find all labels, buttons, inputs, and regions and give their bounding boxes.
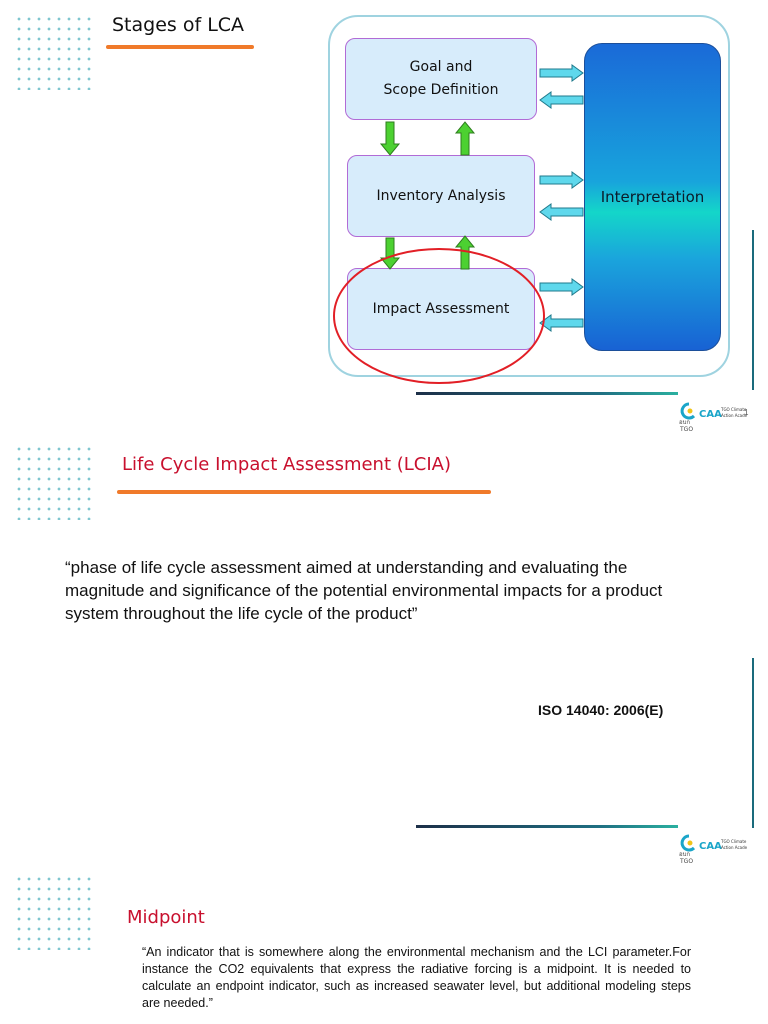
tgo-caa-logo: อบก TGO CAA TGO Climate Action Academy — [679, 402, 747, 433]
page-number: 1 — [744, 408, 749, 417]
source-citation: ISO 14040: 2006(E) — [538, 702, 664, 718]
highlight-oval — [333, 248, 545, 384]
slide-title: Midpoint — [127, 907, 205, 928]
interpretation-box: Interpretation — [584, 43, 721, 351]
arrow-right-goal — [539, 64, 584, 82]
decorative-vertical-line — [752, 230, 754, 390]
diagram-frame — [328, 15, 730, 377]
slide-lcia: Life Cycle Impact Assessment (LCIA) “pha… — [0, 432, 768, 865]
svg-text:TGO Climate: TGO Climate — [720, 407, 747, 412]
decorative-dot-grid — [14, 444, 94, 520]
svg-text:อบก: อบก — [679, 851, 690, 858]
decorative-horizontal-line — [416, 392, 678, 395]
slide-title: Life Cycle Impact Assessment (LCIA) — [122, 454, 452, 475]
arrow-right-inventory — [539, 171, 584, 189]
arrow-left-impact — [539, 314, 584, 332]
decorative-dot-grid — [14, 14, 94, 90]
title-underline — [106, 45, 254, 49]
midpoint-definition-quote: “An indicator that is somewhere along th… — [142, 945, 691, 1010]
slide-stages-of-lca: Stages of LCA Goal and Scope Definition … — [0, 0, 768, 433]
logo-brand: CAA — [699, 409, 722, 420]
arrow-up-inventory-to-goal — [454, 121, 476, 156]
slide-title: Stages of LCA — [112, 14, 245, 36]
svg-text:Action Academy: Action Academy — [721, 413, 747, 418]
decorative-dot-grid — [14, 874, 94, 950]
decorative-horizontal-line — [416, 825, 678, 828]
svg-text:TGO Climate: TGO Climate — [720, 839, 747, 844]
decorative-vertical-line — [752, 658, 754, 828]
lcia-definition-quote: “phase of life cycle assessment aimed at… — [65, 558, 663, 623]
title-underline — [117, 490, 491, 494]
svg-text:Action Academy: Action Academy — [721, 845, 747, 850]
svg-text:อบก: อบก — [679, 419, 690, 426]
arrow-down-goal-to-inventory — [379, 121, 401, 156]
arrow-left-inventory — [539, 203, 584, 221]
arrow-left-goal — [539, 91, 584, 109]
goal-scope-box: Goal and Scope Definition — [345, 38, 537, 120]
svg-text:CAA: CAA — [699, 841, 722, 852]
interpretation-label: Interpretation — [600, 188, 705, 206]
svg-text:TGO: TGO — [679, 426, 693, 433]
tgo-caa-logo: อบก TGO CAA TGO Climate Action Academy — [679, 834, 747, 865]
slide-midpoint: Midpoint “An indicator that is somewhere… — [0, 864, 768, 1024]
svg-text:TGO: TGO — [679, 858, 693, 865]
arrow-right-impact — [539, 278, 584, 296]
inventory-analysis-box: Inventory Analysis — [347, 155, 535, 237]
